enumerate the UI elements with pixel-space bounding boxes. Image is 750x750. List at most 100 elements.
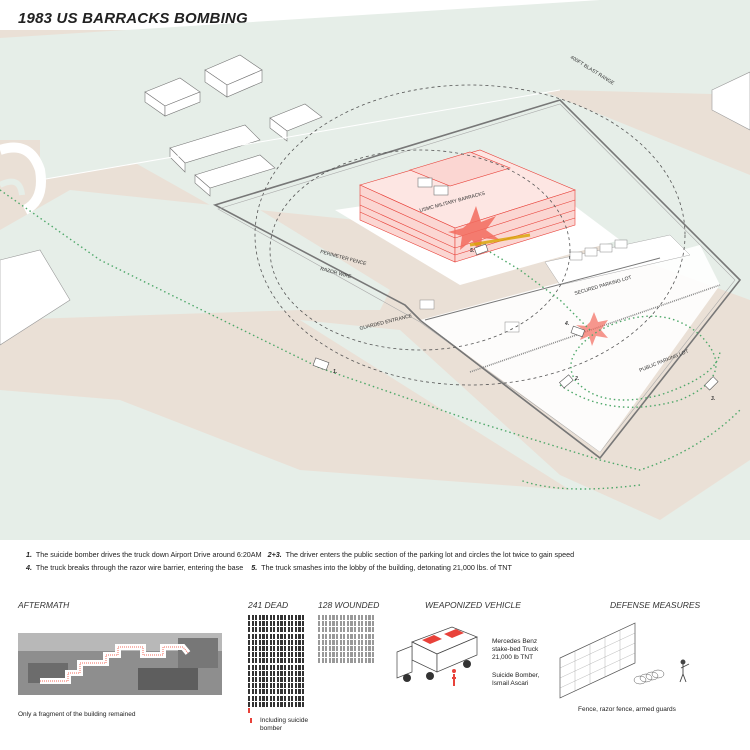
person-figure [284,689,287,695]
person-figure [336,639,339,645]
person-figure [321,658,324,664]
person-figure [258,658,261,664]
person-figure [248,701,251,707]
person-figure [318,621,321,627]
person-figure [269,664,272,670]
person-figure [258,615,261,620]
person-figure [357,627,360,633]
person-figure [339,621,342,627]
person-figure [364,652,367,658]
person-figure [284,664,287,670]
person-figure [266,701,269,707]
person-figure [298,627,301,633]
person-figure [251,652,254,658]
person-figure [294,689,297,695]
person-figure [336,633,339,639]
person-figure [321,652,324,658]
marker-2: 2. [574,376,579,382]
person-figure [372,658,375,664]
person-figure [262,615,265,620]
person-figure [262,652,265,658]
truck-illustration [396,626,478,686]
person-figure [294,633,297,639]
person-figure [368,615,371,620]
bomber-description: Suicide Bomber, Ismail Ascari [492,672,540,688]
person-figure [258,627,261,633]
person-figure [321,633,324,639]
person-figure [258,689,261,695]
person-figure [368,627,371,633]
person-figure [255,664,258,670]
person-figure [325,627,328,633]
person-figure [276,689,279,695]
person-figure [266,646,269,651]
person-figure [302,627,305,633]
person-figure [258,652,261,658]
person-figure [276,639,279,645]
person-figure [321,621,324,627]
person-figure [354,633,357,639]
person-figure [336,652,339,658]
person-figure [269,615,272,620]
person-figure [276,670,279,676]
person-figure [291,670,294,676]
person-figure [273,615,276,620]
person-figure [255,633,258,639]
person-figure [255,689,258,695]
person-figure [262,639,265,645]
person-figure [294,695,297,701]
person-figure [328,621,331,627]
person-figure [262,670,265,676]
person-figure [372,627,375,633]
vehicle-title: WEAPONIZED VEHICLE [425,600,521,610]
dead-legend: Including suicide bomber [260,717,309,733]
person-figure [251,670,254,676]
person-figure [302,639,305,645]
person-figure [298,646,301,651]
person-figure [255,627,258,633]
person-figure [280,646,283,651]
person-figure [258,695,261,701]
person-figure [255,701,258,707]
person-figure [269,652,272,658]
truck-path-loops [559,315,721,408]
person-figure [248,646,251,651]
person-figure [298,689,301,695]
person-figure [280,615,283,620]
person-figure [318,639,321,645]
person-figure [251,639,254,645]
grass-south [0,320,750,540]
person-figure [248,639,251,645]
person-figure [262,695,265,701]
person-figure [339,633,342,639]
person-figure [248,664,251,670]
person-figure [251,683,254,689]
person-figure [266,695,269,701]
grass-north [0,0,750,180]
person-figure [262,658,265,664]
person-figure [325,615,328,620]
person-figure [284,646,287,651]
narrative-line-2: 4. The truck breaks through the razor wi… [26,563,512,572]
person-figure [291,639,294,645]
person-figure [291,664,294,670]
person-figure [361,627,364,633]
person-figure [284,652,287,658]
person-figure [318,633,321,639]
page-title: 1983 US BARRACKS BOMBING [18,10,248,27]
person-figure [298,664,301,670]
person-figure [273,658,276,664]
blast-burst-small [576,312,608,346]
person-figure [350,646,353,651]
person-figure [364,621,367,627]
person-figure [266,658,269,664]
person-figure [328,639,331,645]
person-figure [361,639,364,645]
person-figure [325,652,328,658]
person-figure [372,633,375,639]
blast-burst-main [448,206,500,254]
person-figure [248,621,251,627]
person-figure [284,621,287,627]
truck-description: Mercedes Benz stake-bed Truck 21,000 lb … [492,638,539,662]
person-figure [276,664,279,670]
